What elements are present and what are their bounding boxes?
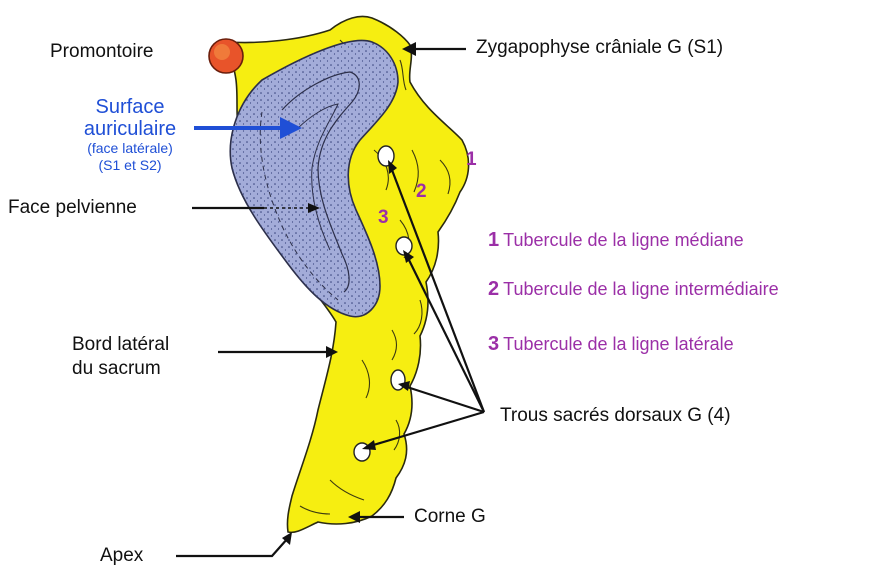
tubercle-marker-1: 1 (466, 150, 477, 170)
legend-text: Tubercule de la ligne latérale (503, 334, 733, 354)
legend-number: 3 (488, 333, 499, 355)
bord-lateral-line-1: Bord latéral (72, 333, 169, 357)
trous-label: Trous sacrés dorsaux G (4) (500, 405, 731, 427)
apex-leader (176, 538, 288, 556)
bord-lateral-line-2: du sacrum (72, 357, 169, 381)
legend-number: 2 (488, 278, 499, 300)
legend-text: Tubercule de la ligne médiane (503, 230, 744, 250)
auricular-line-3: (face latérale) (60, 140, 200, 157)
zygapophyse-label: Zygapophyse crâniale G (S1) (476, 37, 723, 59)
promontoire-label: Promontoire (50, 41, 154, 63)
legend-number: 1 (488, 229, 499, 251)
face-pelvienne-label: Face pelvienne (8, 197, 137, 219)
corne-label: Corne G (414, 506, 486, 528)
auricular-surface-label: Surface auriculaire (face latérale) (S1 … (60, 96, 200, 174)
bord-lateral-label: Bord latéral du sacrum (72, 333, 169, 381)
apex-label: Apex (100, 545, 143, 567)
dorsal-foramen (378, 146, 394, 166)
tubercle-marker-2: 2 (416, 182, 427, 202)
auricular-line-1: Surface (60, 96, 200, 118)
tubercle-marker-3: 3 (378, 208, 389, 228)
auricular-line-2: auriculaire (60, 118, 200, 140)
legend-text: Tubercule de la ligne intermédiaire (503, 279, 778, 299)
auricular-line-4: (S1 et S2) (60, 157, 200, 174)
